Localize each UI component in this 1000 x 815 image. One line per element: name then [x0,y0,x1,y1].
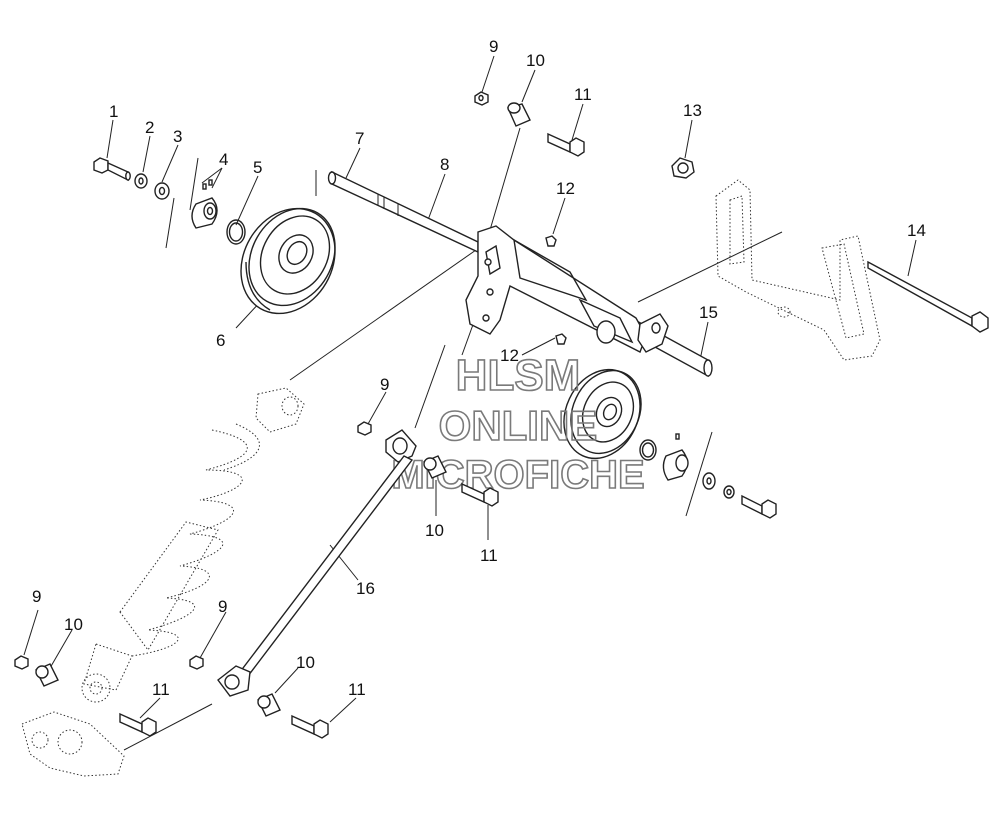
callout-9-bottom-left: 9 [32,587,41,606]
idler-wheel-right[interactable] [550,357,654,471]
washer-3[interactable] [154,182,170,200]
nut-9-bottom-mid[interactable] [189,655,204,670]
bolt-11-bottom-left[interactable] [119,712,157,737]
nut-9-bottom-left[interactable] [14,655,29,670]
callout-10-bottom-left: 10 [64,615,83,634]
callout-9-bottom-mid: 9 [218,597,227,616]
spacer-10-mid[interactable] [423,455,447,479]
o-ring-5[interactable] [226,219,246,245]
lower-bracket-dotted [21,711,125,777]
nut-9-top[interactable] [474,91,489,106]
spacer-10-bottom-left[interactable] [35,663,59,687]
callout-16: 16 [356,579,375,598]
bolt-1[interactable] [93,157,131,182]
bushing-right[interactable] [662,433,689,481]
callout-11-bottom-mid: 11 [348,680,366,699]
callout-10-bottom-mid: 10 [296,653,315,672]
callout-12-mid: 12 [500,346,519,365]
callout-10-mid: 10 [425,521,444,540]
spacer-10-top[interactable] [507,102,531,127]
callout-7: 7 [355,129,364,148]
callout-9-top: 9 [489,37,498,56]
rear-axle-7[interactable] [327,170,479,254]
rear-arm-bracket[interactable] [465,225,669,353]
bolt-11-bottom-mid[interactable] [291,714,329,739]
grease-fitting-12-mid[interactable] [555,333,567,345]
spacer-10-bottom-mid[interactable] [257,693,281,717]
callout-5: 5 [253,158,262,177]
callout-4: 4 [219,150,228,169]
callout-14: 14 [907,221,926,240]
callout-15: 15 [699,303,718,322]
callout-2: 2 [145,118,154,137]
bolt-right[interactable] [741,494,777,519]
grease-fitting-12-top[interactable] [545,235,557,247]
callout-11-top: 11 [574,85,592,104]
long-bolt-14[interactable] [867,260,989,333]
idler-wheel-6[interactable] [222,191,353,330]
washer-right[interactable] [702,472,716,490]
callout-3: 3 [173,127,182,146]
watermark-line1: HLSM [456,351,581,400]
control-rod-16[interactable] [217,429,417,697]
callout-9-mid: 9 [380,375,389,394]
nut-9-mid[interactable] [357,421,372,436]
lock-washer-right[interactable] [723,485,735,499]
bolt-11-mid[interactable] [461,482,499,507]
callout-10-top: 10 [526,51,545,70]
lock-washer-2[interactable] [134,173,148,189]
nut-13[interactable] [671,157,695,179]
bolt-11-top[interactable] [547,132,585,157]
callout-13: 13 [683,101,702,120]
bushing-4[interactable] [191,179,218,229]
mount-bracket-dotted [715,179,881,361]
callout-6: 6 [216,331,225,350]
callout-11-mid: 11 [480,546,498,565]
callout-1: 1 [109,102,118,121]
callout-12-top: 12 [556,179,575,198]
callout-11-bottom-left: 11 [152,680,170,699]
o-ring-right[interactable] [639,439,657,461]
watermark-line2: ONLINE [439,402,598,449]
callout-labels: 1 2 3 4 5 6 7 8 9 10 11 12 13 14 15 12 9… [32,37,926,699]
callout-8: 8 [440,155,449,174]
shock-absorber-dotted [81,387,305,703]
